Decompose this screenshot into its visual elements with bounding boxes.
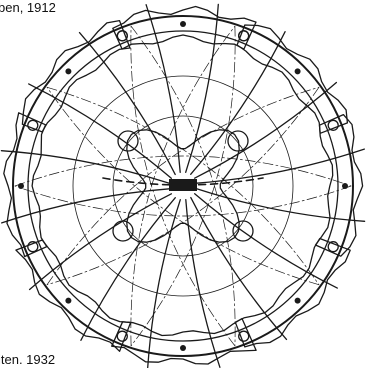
central-block	[169, 179, 197, 191]
marginal-lobe	[316, 115, 363, 257]
caption-bottom: iten. 1932	[0, 353, 55, 366]
marginal-lobe	[235, 239, 350, 347]
marginal-lobe	[237, 25, 347, 133]
radial-line	[186, 200, 220, 368]
inner-circle	[113, 221, 133, 241]
lobe-node	[295, 68, 301, 74]
inner-figure-group	[103, 130, 263, 242]
lobe-node	[180, 21, 186, 27]
lobe-node	[65, 298, 71, 304]
lobe-node	[65, 68, 71, 74]
lobe-node	[180, 345, 186, 351]
marginal-lobe	[113, 7, 256, 50]
radial-line	[146, 5, 180, 173]
lobe-node	[295, 298, 301, 304]
marginal-lobe	[4, 113, 47, 257]
caption-top: ben, 1912	[0, 1, 56, 14]
